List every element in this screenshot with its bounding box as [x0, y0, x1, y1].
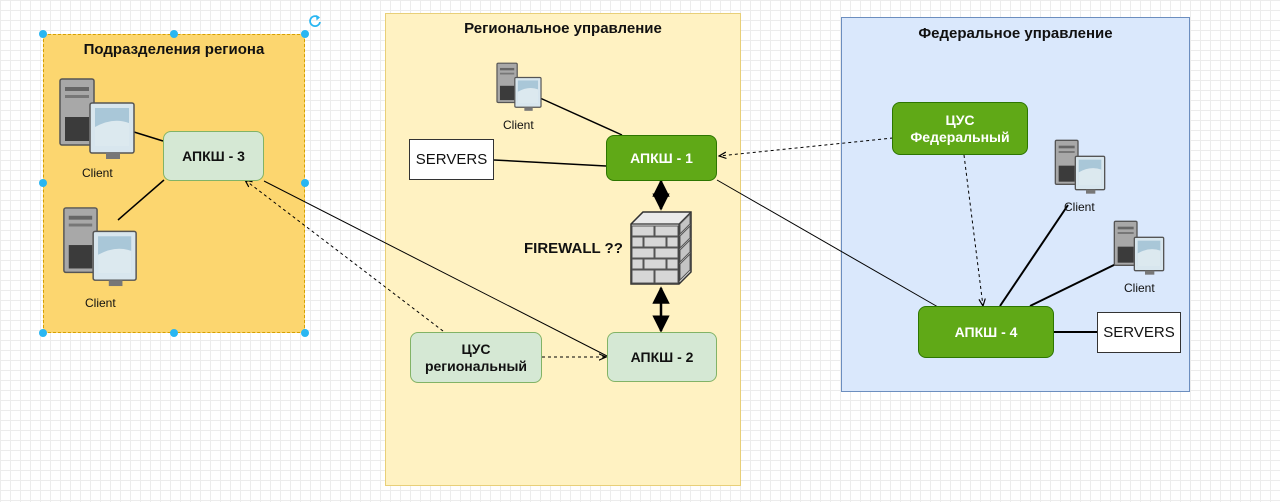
rotate-handle-icon[interactable]: [308, 14, 322, 28]
resize-handle-n[interactable]: [170, 30, 178, 38]
resize-handle-nw[interactable]: [39, 30, 47, 38]
apksh4-node[interactable]: АПКШ - 4: [918, 306, 1054, 358]
client-fed2-icon[interactable]: [1113, 220, 1165, 276]
zone-federal-title: Федеральное управление: [918, 25, 1113, 42]
client-sub2-label: Client: [85, 296, 116, 310]
apksh4-label: АПКШ - 4: [954, 323, 1018, 340]
apksh1-label: АПКШ - 1: [630, 149, 693, 166]
edge-client-regional-apksh1[interactable]: [539, 97, 623, 136]
cus-regional-node[interactable]: ЦУС региональный: [410, 332, 542, 383]
edge-apksh3-apksh2[interactable]: [263, 180, 608, 357]
client-sub1-icon[interactable]: [58, 77, 136, 161]
firewall-icon[interactable]: [629, 210, 693, 286]
cus-regional-line2: региональный: [424, 357, 528, 374]
edge-client-fed1-apksh4[interactable]: [999, 204, 1069, 307]
resize-handle-sw[interactable]: [39, 329, 47, 337]
client-regional-icon[interactable]: [494, 62, 544, 112]
cus-federal-line1: ЦУС: [945, 111, 975, 128]
apksh1-node[interactable]: АПКШ - 1: [606, 135, 717, 181]
servers-federal[interactable]: SERVERS: [1097, 312, 1181, 353]
resize-handle-w[interactable]: [39, 179, 47, 187]
edge-client-sub1-apksh3[interactable]: [133, 131, 164, 142]
resize-handle-s[interactable]: [170, 329, 178, 337]
cus-federal-node[interactable]: ЦУС Федеральный: [892, 102, 1028, 155]
client-regional-label: Client: [503, 118, 534, 132]
apksh2-label: АПКШ - 2: [630, 348, 694, 365]
zone-subdivisions-title: Подразделения региона: [83, 41, 265, 58]
resize-handle-e[interactable]: [301, 179, 309, 187]
client-sub1-label: Client: [82, 166, 113, 180]
resize-handle-ne[interactable]: [301, 30, 309, 38]
firewall-label: FIREWALL ??: [524, 240, 623, 257]
resize-handle-se[interactable]: [301, 329, 309, 337]
cus-federal-line2: Федеральный: [910, 128, 1010, 145]
client-fed2-label: Client: [1124, 281, 1155, 295]
client-sub2-icon[interactable]: [60, 206, 140, 288]
edge-servers-apksh1[interactable]: [493, 159, 607, 167]
servers-regional[interactable]: SERVERS: [409, 139, 494, 180]
edge-cus-regional-apksh3[interactable]: [245, 180, 444, 332]
edge-cus-federal-apksh4[interactable]: [963, 154, 983, 306]
zone-regional-title: Региональное управление: [464, 20, 662, 37]
edge-apksh1-apksh4[interactable]: [716, 179, 939, 308]
apksh3-node[interactable]: АПКШ - 3: [163, 131, 264, 181]
client-fed1-icon[interactable]: [1054, 139, 1106, 195]
cus-regional-line1: ЦУС: [461, 340, 491, 357]
edge-client-sub2-apksh3[interactable]: [117, 179, 165, 221]
edge-client-fed2-apksh4[interactable]: [1029, 262, 1119, 307]
edge-cus-federal-apksh1[interactable]: [719, 137, 894, 156]
apksh3-label: АПКШ - 3: [182, 147, 245, 164]
apksh2-node[interactable]: АПКШ - 2: [607, 332, 717, 382]
client-fed1-label: Client: [1064, 200, 1095, 214]
